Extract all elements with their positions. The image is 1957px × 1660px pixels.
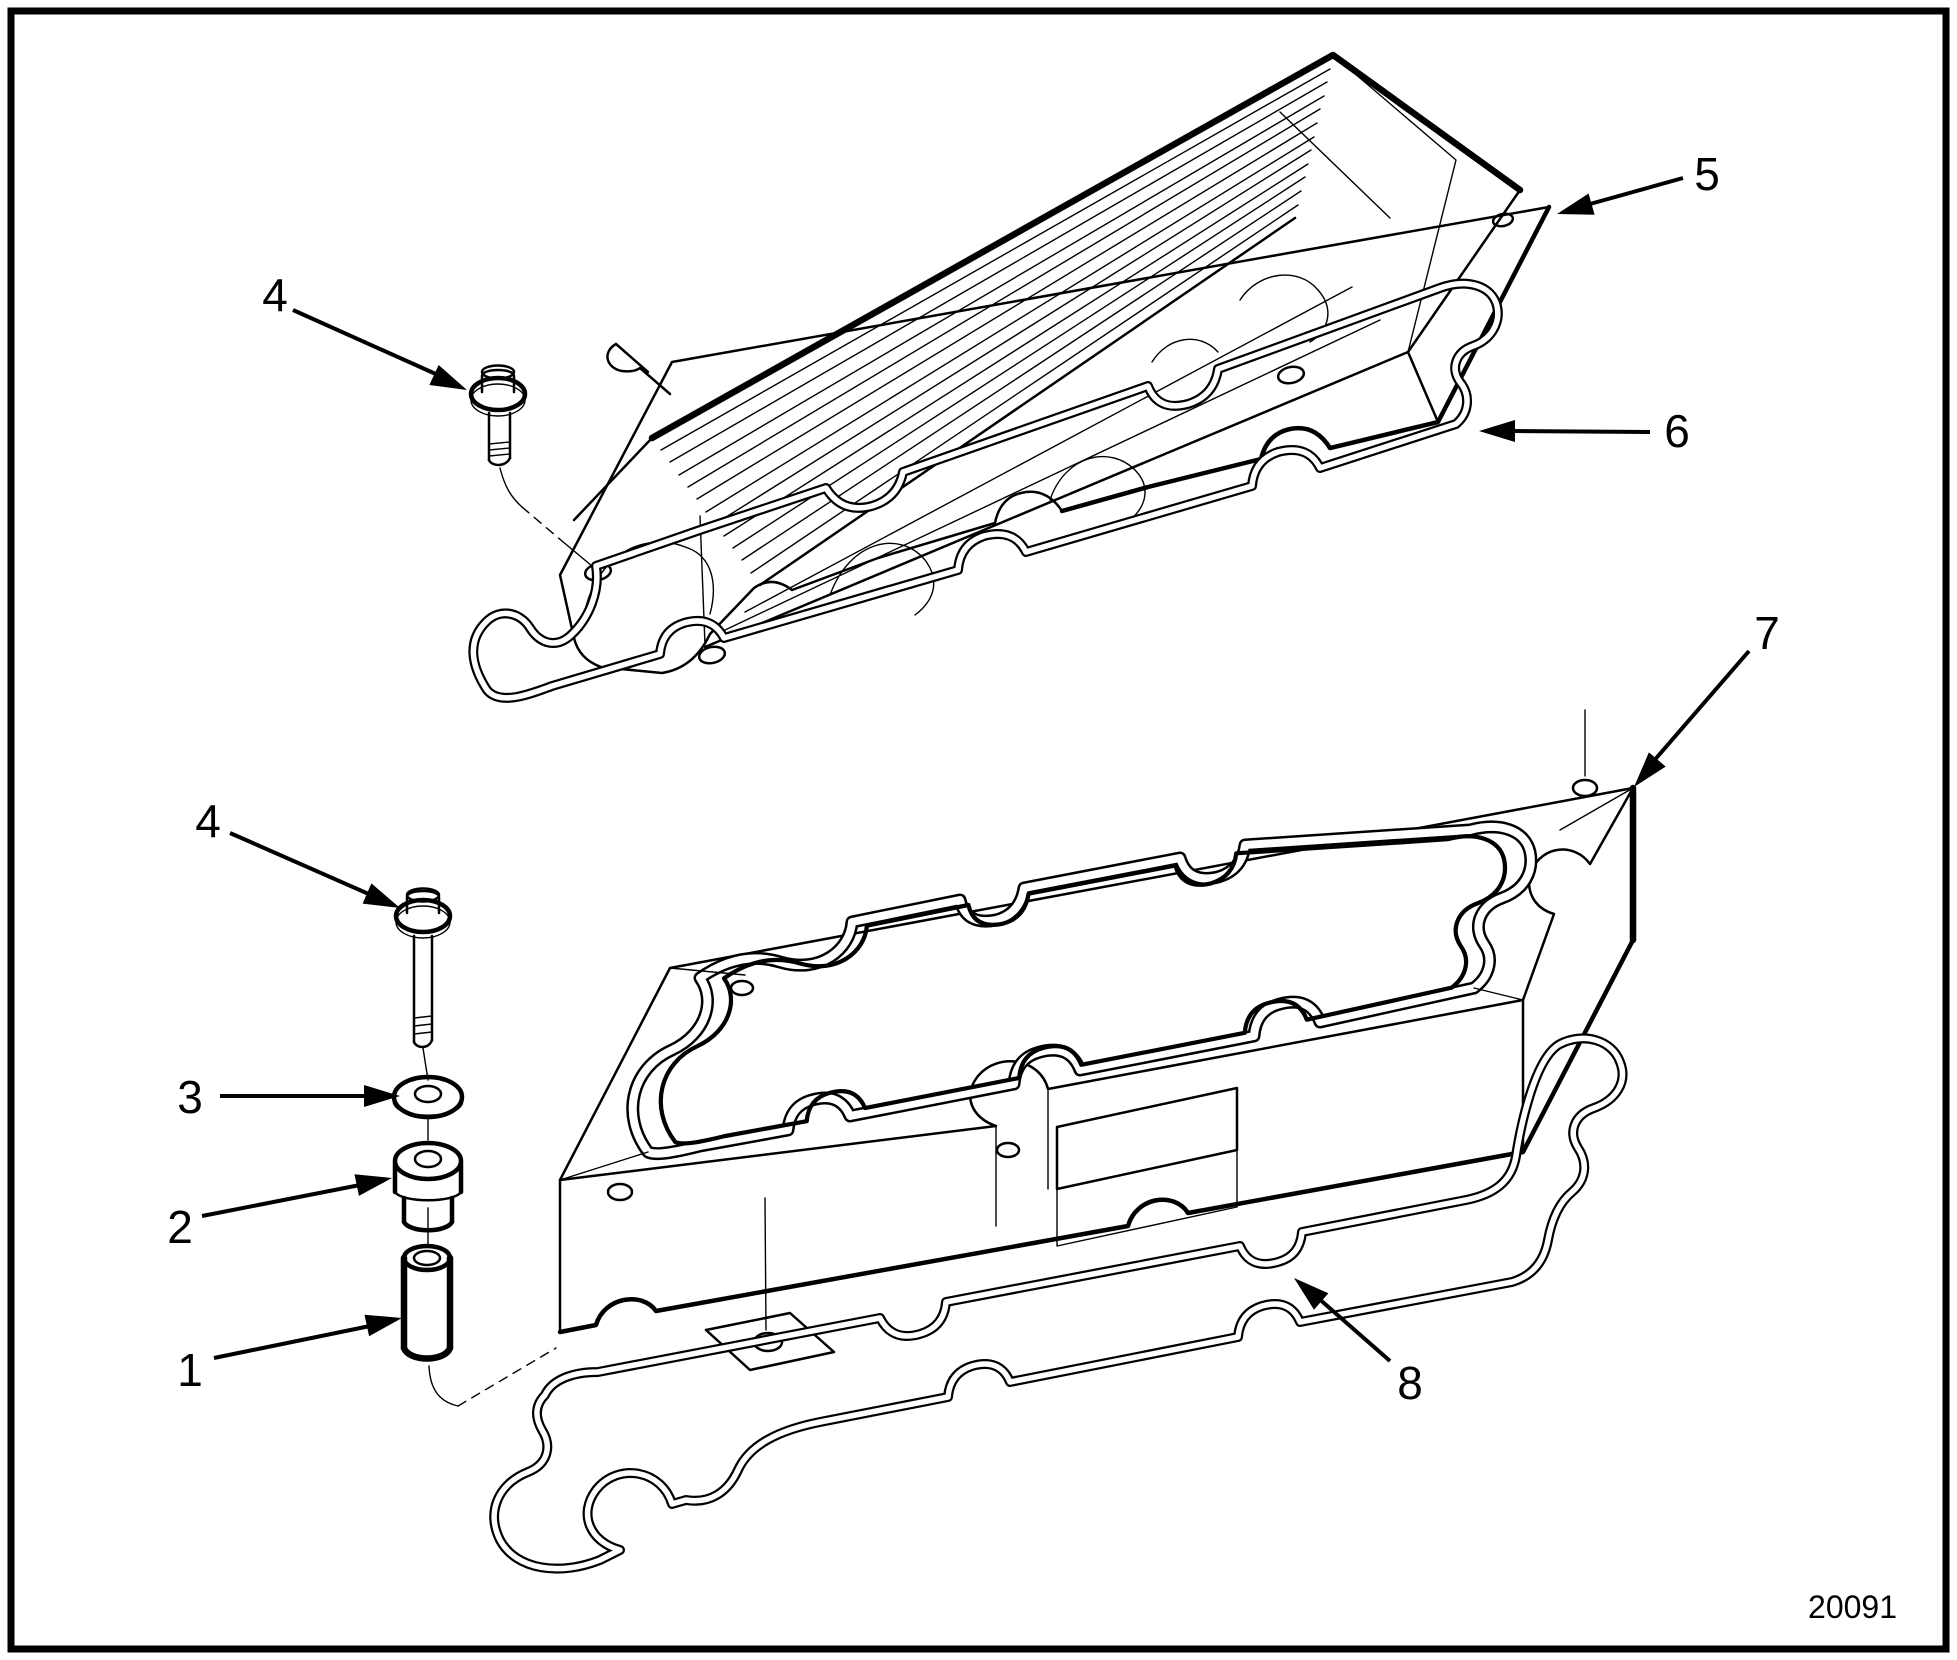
arrowhead-4-upper	[429, 365, 467, 390]
spacer-boss-axis	[764, 1197, 767, 1331]
callout-6: 6	[1664, 405, 1690, 457]
arrowhead-3	[364, 1085, 400, 1107]
callout-1: 1	[177, 1344, 203, 1396]
spacer-notch-walls	[995, 1088, 1049, 1227]
leader-2	[201, 1183, 361, 1218]
cover-plate-edge	[1059, 204, 1552, 514]
callout-3: 3	[177, 1071, 203, 1123]
spacer-front-tab	[1055, 1086, 1239, 1191]
arrowhead-2	[354, 1174, 392, 1196]
cover-ribs	[660, 68, 1331, 574]
callout-2: 2	[167, 1201, 193, 1253]
callout-5: 5	[1694, 148, 1720, 200]
hardware	[391, 364, 593, 1407]
callout-4-upper: 4	[262, 269, 288, 321]
flange-bolt-short	[468, 364, 593, 567]
leader-4-upper	[292, 308, 439, 377]
washer	[391, 1074, 465, 1120]
cover-body-bottom	[703, 350, 1410, 649]
bolt-leader-dashed	[521, 506, 563, 542]
arrowhead-6	[1479, 420, 1515, 442]
grommet	[392, 1140, 464, 1233]
spacer-corner-chamfers	[559, 787, 1634, 1181]
leader-4-lower	[229, 831, 372, 897]
spacer-sleeve	[400, 1116, 557, 1407]
stack-axis-line	[422, 1047, 429, 1081]
leader-7	[1650, 649, 1751, 765]
leader-8	[1315, 1295, 1392, 1363]
figure-border	[7, 7, 1950, 1653]
callout-labels: 4 5 6 7 4 3 2 1 8	[167, 148, 1780, 1409]
cover-left-slope	[572, 436, 654, 522]
arrowhead-7	[1634, 752, 1666, 787]
spacer-holes	[606, 778, 1599, 1202]
leader-6	[1512, 429, 1651, 434]
leader-1	[213, 1324, 371, 1360]
arrowhead-8	[1294, 1278, 1329, 1310]
arrowhead-1	[364, 1314, 402, 1337]
cover-rib-band-bottom	[758, 216, 1297, 587]
spacer-boss	[704, 1311, 836, 1372]
cover-end-facets	[1279, 54, 1457, 353]
drawing-number: 20091	[1808, 1589, 1897, 1625]
spacer-bottom-edge	[557, 937, 1636, 1335]
valve-cover	[558, 51, 1552, 675]
cover-vent-tube	[606, 342, 672, 396]
axis-tail	[428, 1365, 459, 1407]
bolt-leader-line	[499, 467, 523, 508]
cover-relief-curves	[829, 274, 1329, 616]
callout-4-lower: 4	[195, 795, 221, 847]
spacer-front-tab-sides	[1056, 1149, 1238, 1247]
callout-8: 8	[1397, 1357, 1423, 1409]
cover-front-band	[724, 286, 1381, 631]
spacer-housing	[557, 709, 1637, 1372]
arrowhead-5	[1557, 193, 1595, 215]
arrowhead-4-lower	[362, 883, 400, 908]
callout-7: 7	[1754, 607, 1780, 659]
upper-gasket	[473, 284, 1497, 698]
axis-dashed-leader	[457, 1347, 557, 1407]
flange-bolt-long	[393, 887, 453, 1081]
callout-leaders	[201, 176, 1751, 1363]
leader-5	[1589, 176, 1684, 206]
